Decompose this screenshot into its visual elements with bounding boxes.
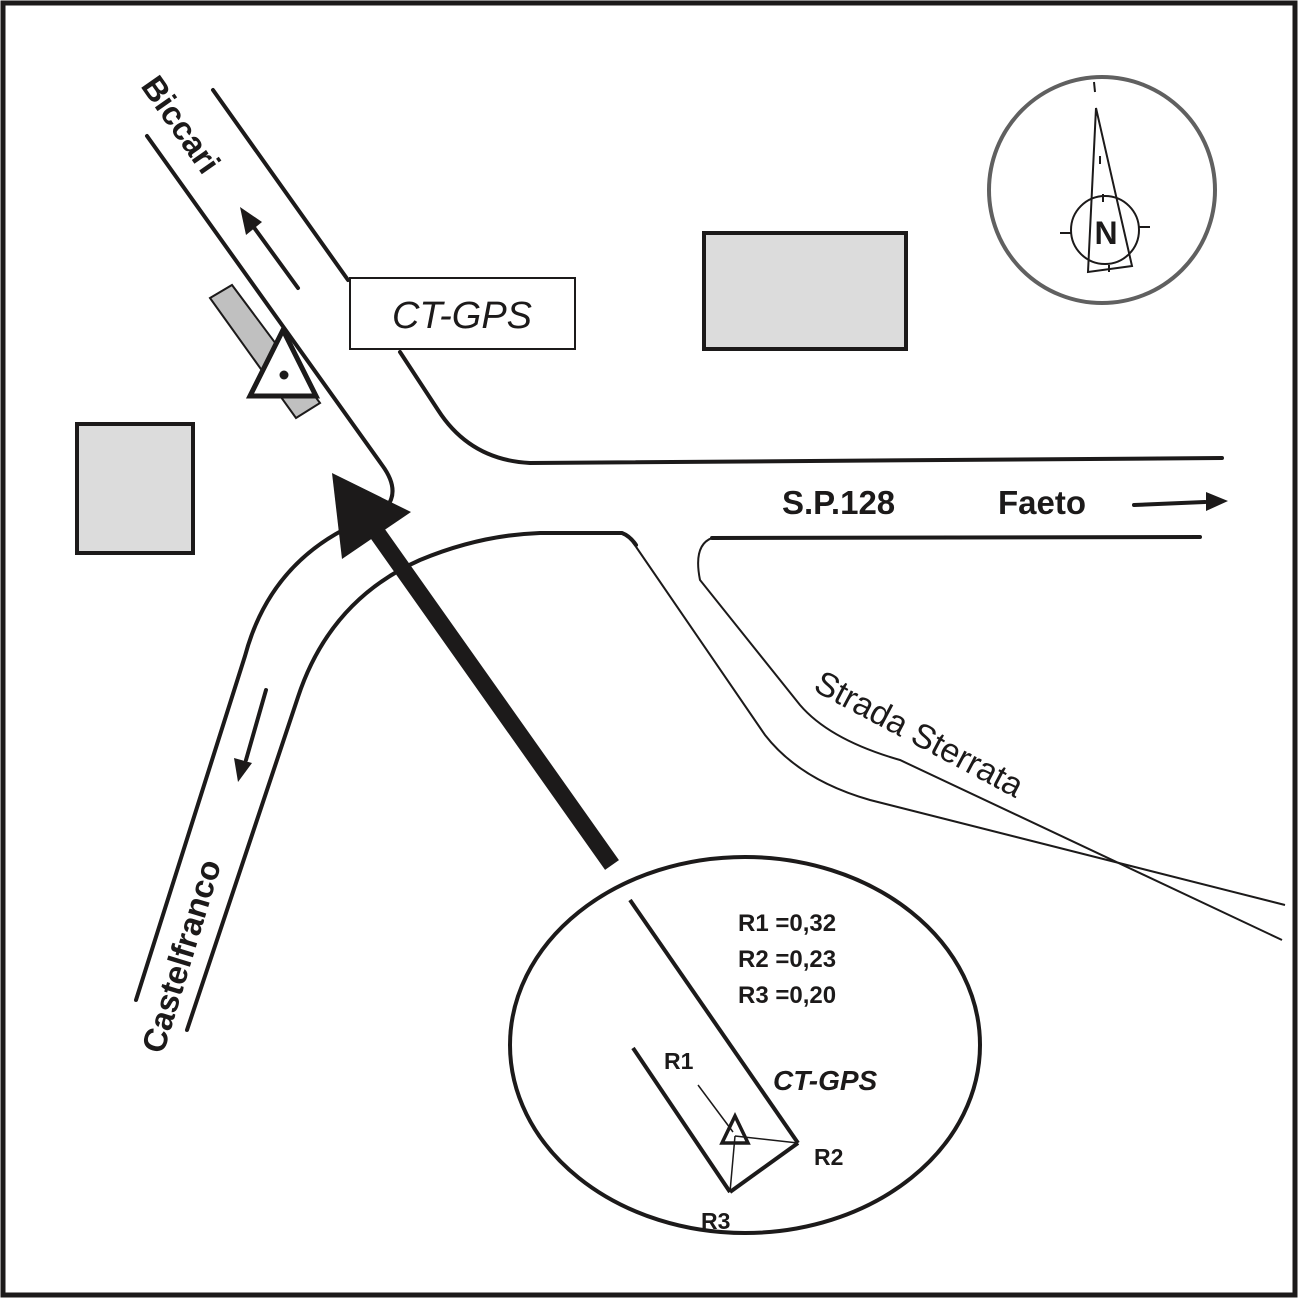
inset-r3-line — [729, 1135, 736, 1193]
inset-r2-label: R2 — [814, 1144, 843, 1170]
inset-baseline — [728, 1141, 800, 1194]
station-triangle-icon — [245, 324, 321, 399]
inset-r3-value: R3 =0,20 — [738, 982, 836, 1009]
label-sp128: S.P.128 — [782, 484, 895, 521]
castelfranco-arrow-icon — [234, 758, 252, 782]
faeto-direction-line — [1132, 500, 1207, 507]
inset-road-edge-east — [628, 898, 800, 1145]
building-north — [702, 231, 908, 351]
label-faeto: Faeto — [998, 484, 1086, 521]
inset-station-triangle-icon — [719, 1111, 751, 1145]
inset-pointer-line — [361, 515, 619, 870]
road-biccari-east-edge — [211, 88, 1224, 465]
road-castelfranco-west-edge — [134, 528, 345, 1002]
station-label-box — [349, 277, 576, 350]
road-castelfranco-east-edge — [185, 531, 638, 1032]
road-sp128-south-edge — [710, 535, 1202, 540]
compass-ring — [987, 75, 1217, 305]
inset-r1-value: R1 =0,32 — [738, 910, 836, 937]
faeto-arrow-icon — [1206, 492, 1228, 511]
inset-detail: R1 =0,32 R2 =0,23 R3 =0,20 R1 R2 R3 CT-G… — [508, 855, 982, 1235]
strada-sterrata-south-edge — [697, 537, 1283, 941]
inset-pointer-arrow-icon — [332, 473, 411, 559]
inset-road-edge-west — [631, 1046, 732, 1194]
inset-r1-line — [697, 1084, 734, 1133]
building-west — [75, 422, 195, 555]
inset-ellipse — [508, 855, 982, 1235]
compass-north-label: N — [1094, 215, 1117, 251]
inset-r3-label: R3 — [701, 1208, 730, 1234]
inset-r2-value: R2 =0,23 — [738, 946, 836, 973]
castelfranco-direction-line — [244, 688, 268, 762]
biccari-direction-line — [248, 220, 300, 290]
strada-sterrata-north-edge — [629, 537, 1286, 906]
station-point-icon — [279, 370, 289, 380]
inset-station-label: CT-GPS — [773, 1065, 878, 1096]
biccari-arrow-icon — [240, 207, 262, 235]
inset-r1-label: R1 — [664, 1048, 694, 1074]
north-arrow-icon: N — [987, 75, 1217, 305]
station-label: CT-GPS — [392, 295, 532, 337]
